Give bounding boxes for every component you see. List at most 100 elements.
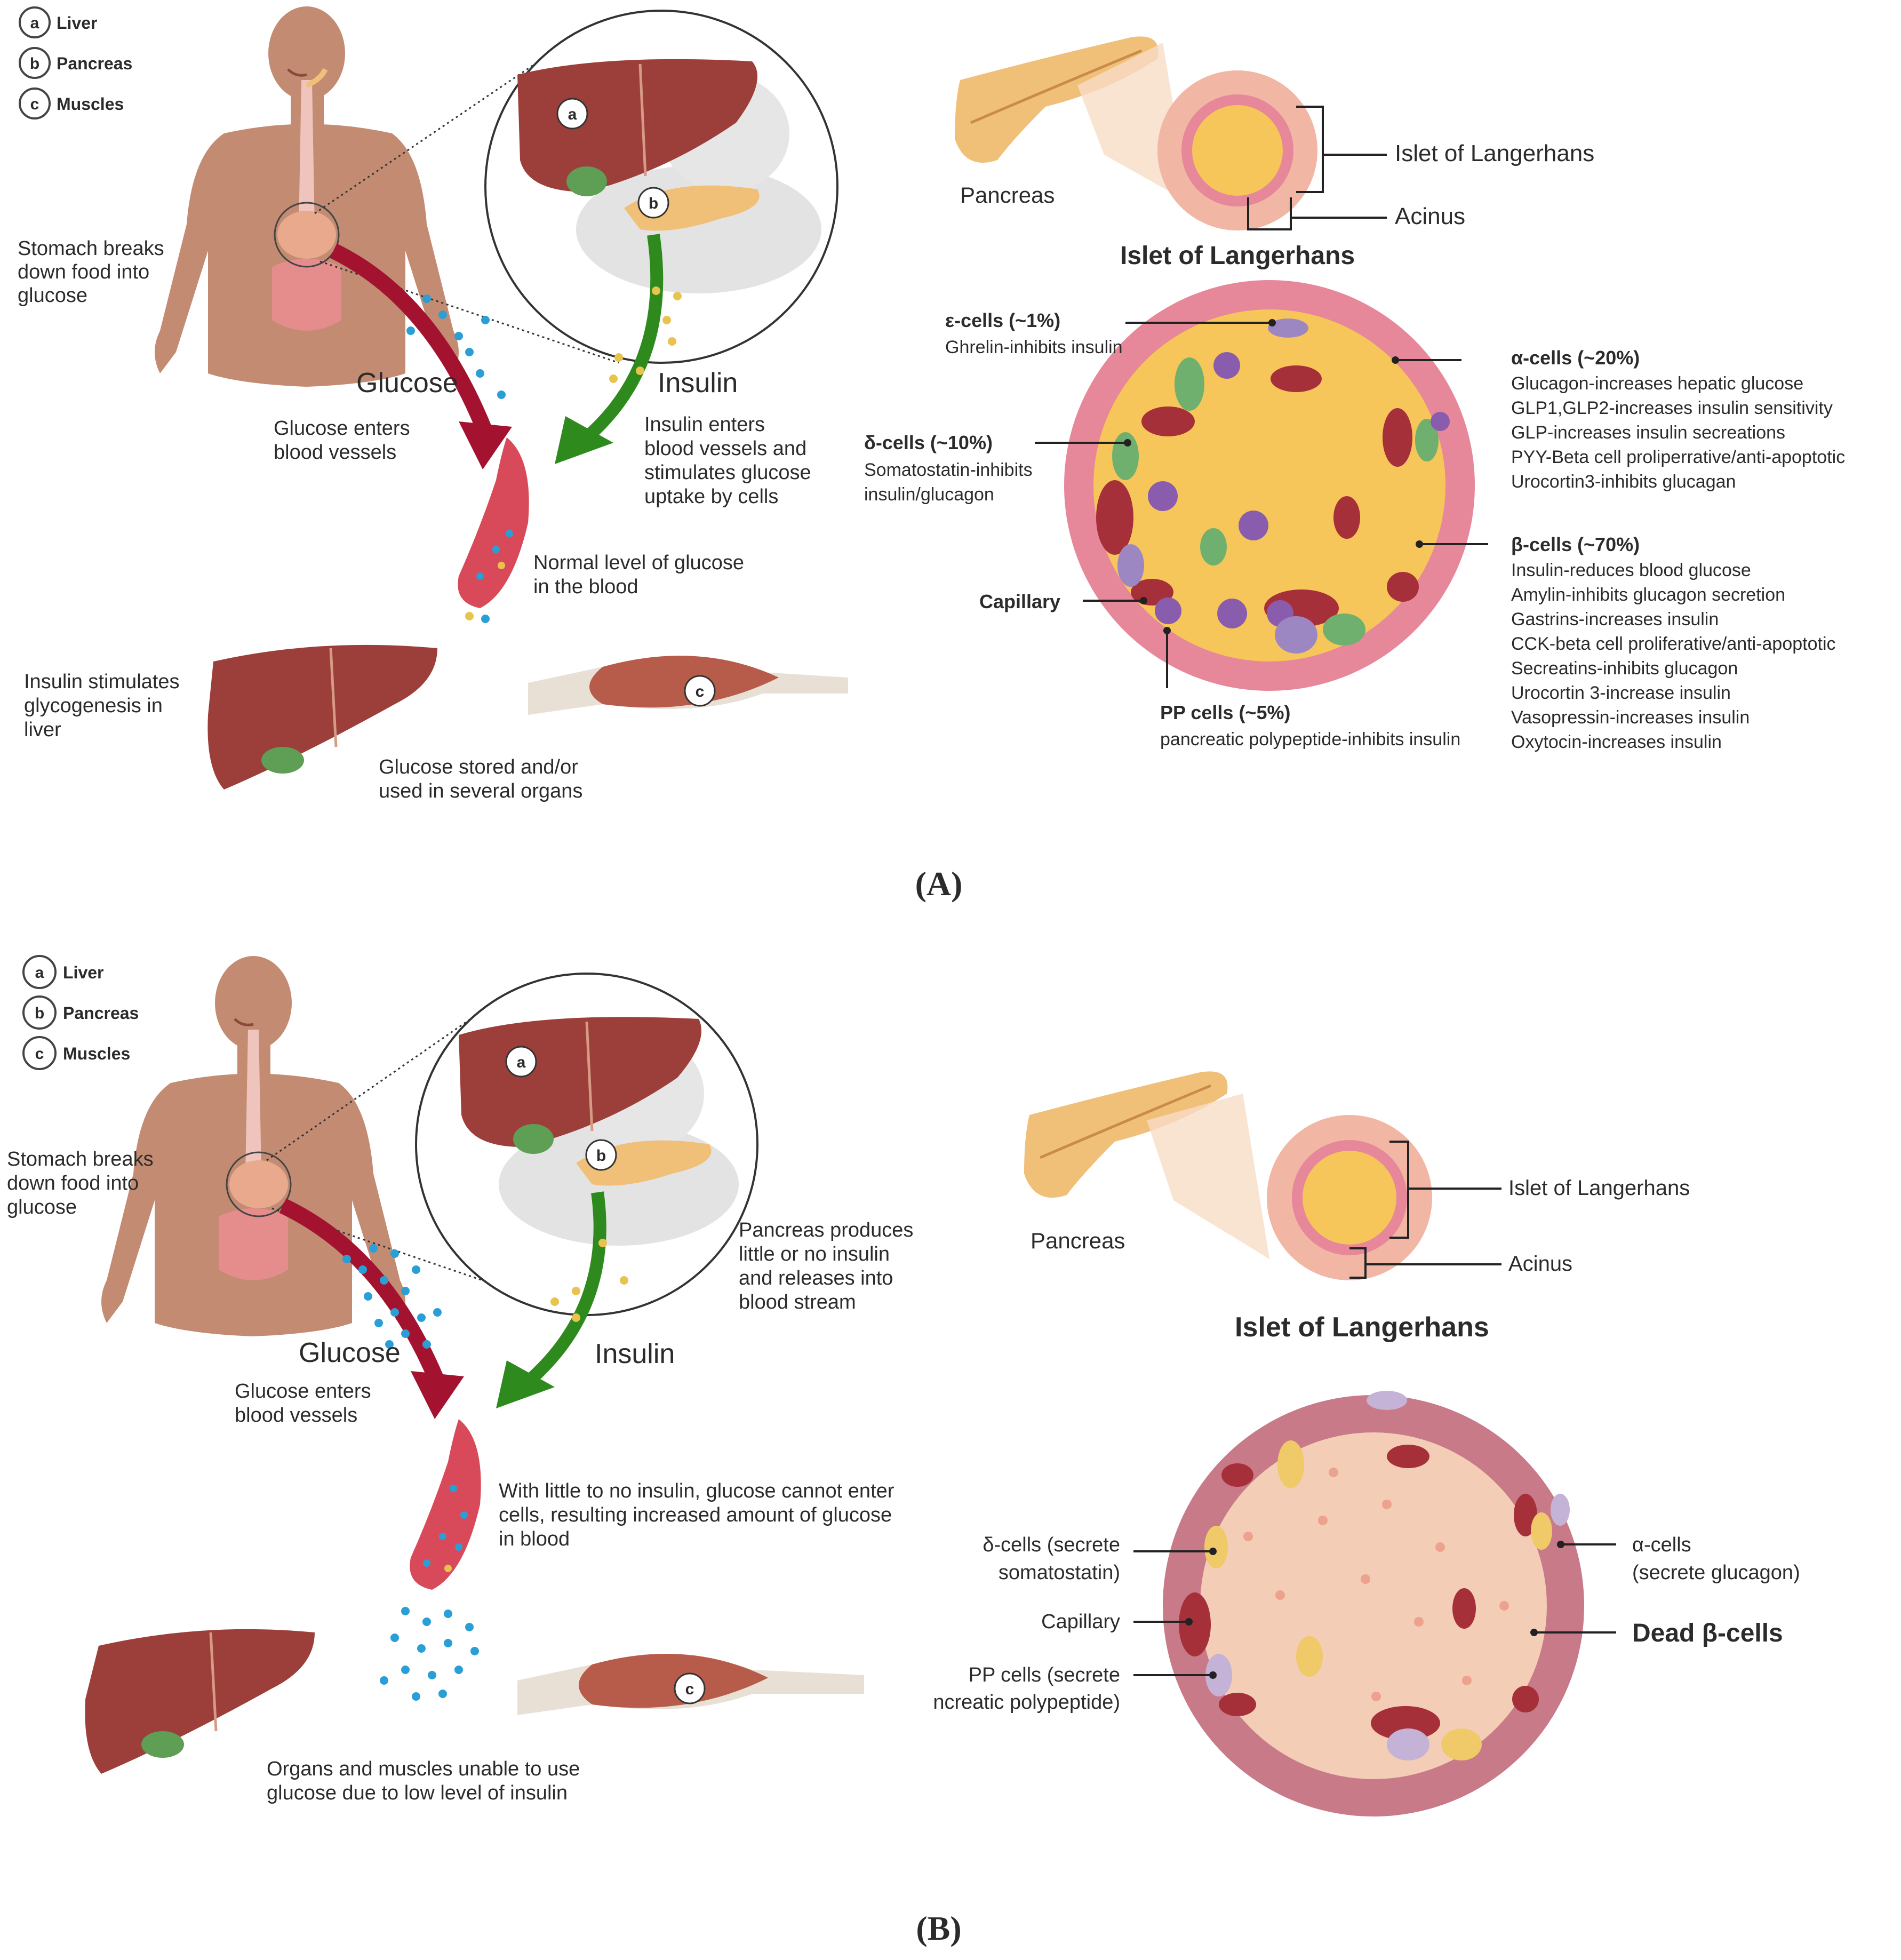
beta-line: Oxytocin-increases insulin bbox=[1511, 732, 1722, 752]
delta-line-a: insulin/glucagon bbox=[864, 484, 994, 505]
blood-note-line: in blood bbox=[499, 1528, 570, 1550]
blood-note-line: Normal level of glucose bbox=[533, 552, 744, 574]
organs-note-line: Glucose stored and/or bbox=[379, 756, 578, 778]
alpha-line: PYY-Beta cell proliperrative/anti-apopto… bbox=[1511, 447, 1845, 467]
legend-badge-a: a bbox=[35, 964, 44, 982]
blood-note-line: With little to no insulin, glucose canno… bbox=[499, 1480, 894, 1502]
alpha-line: GLP-increases insulin secreations bbox=[1511, 423, 1785, 443]
alpha-pointer-b bbox=[1557, 1541, 1564, 1548]
delta-pointer-a bbox=[1124, 439, 1131, 447]
human-body-illustration bbox=[101, 956, 405, 1336]
beta-line: Gastrins-increases insulin bbox=[1511, 609, 1719, 630]
panel-a: a Liver b Pancreas c Muscles bbox=[18, 6, 1845, 903]
legend-badge-b: b bbox=[35, 1005, 44, 1022]
glucose-arrow-head bbox=[459, 421, 512, 469]
beta-line: Secreatins-inhibits glucagon bbox=[1511, 658, 1738, 679]
glucose-dots-a bbox=[406, 294, 506, 399]
beta-pointer-a bbox=[1416, 540, 1423, 548]
insulin-arrow-head bbox=[496, 1360, 555, 1408]
alpha-title-a: α-cells (~20%) bbox=[1511, 347, 1640, 369]
panel-b: a Liver b Pancreas c Muscles bbox=[7, 955, 1800, 1947]
delta-pointer-b bbox=[1209, 1548, 1217, 1555]
glucose-note-line: blood vessels bbox=[235, 1404, 357, 1427]
liver-illustration-a bbox=[207, 644, 437, 790]
islet-cross-section-b bbox=[1163, 1391, 1584, 1816]
islet-callout-a: Islet of Langerhans bbox=[1395, 140, 1594, 166]
alpha-line: Glucagon-increases hepatic glucose bbox=[1511, 373, 1803, 394]
islet-title-a: Islet of Langerhans bbox=[1120, 242, 1355, 270]
delta-title-a: δ-cells (~10%) bbox=[864, 432, 993, 453]
epsilon-cells-a bbox=[1117, 318, 1317, 654]
legend-item-liver: a Liver bbox=[22, 955, 103, 989]
blood-vessel-a bbox=[458, 437, 529, 623]
acinus-bracket-b bbox=[1349, 1247, 1367, 1279]
stomach-note-line: glucose bbox=[18, 284, 87, 307]
stomach-note-line: down food into bbox=[7, 1172, 139, 1194]
pancreas-note-line: blood stream bbox=[739, 1291, 856, 1313]
glucose-note-line: Glucose enters bbox=[235, 1380, 371, 1403]
insulin-dots-a bbox=[609, 286, 682, 383]
glucose-label-b: Glucose bbox=[299, 1337, 401, 1368]
acinus-callout-b: Acinus bbox=[1508, 1252, 1572, 1276]
beta-line: Vasopressin-increases insulin bbox=[1511, 707, 1750, 728]
organs-note-line: glucose due to low level of insulin bbox=[267, 1782, 568, 1804]
legend-badge-c: c bbox=[30, 95, 39, 113]
legend-badge-c: c bbox=[35, 1045, 44, 1063]
blood-note-line: cells, resulting increased amount of glu… bbox=[499, 1504, 892, 1526]
panel-label-b: (B) bbox=[916, 1909, 961, 1947]
glucose-note-line: blood vessels bbox=[274, 441, 396, 464]
insulin-note-line: stimulates glucose bbox=[644, 461, 811, 484]
islet-cross-section-a bbox=[1064, 280, 1475, 691]
capillary-label-a: Capillary bbox=[979, 591, 1060, 612]
islet-callout-b: Islet of Langerhans bbox=[1508, 1176, 1690, 1200]
blood-vessel-b bbox=[410, 1419, 481, 1590]
alpha-cells-a bbox=[1112, 357, 1439, 646]
capillary-pointer-a bbox=[1140, 597, 1147, 604]
legend-label-liver: Liver bbox=[63, 963, 103, 982]
islet-zoom-a bbox=[1157, 70, 1317, 230]
pancreas-illustration-a bbox=[955, 36, 1189, 203]
pancreas-note-line: Pancreas produces bbox=[739, 1219, 913, 1241]
stomach-note-line: down food into bbox=[18, 261, 149, 283]
insulin-note-a: Insulin enters blood vessels and stimula… bbox=[644, 413, 811, 508]
delta-line-a: Somatostatin-inhibits bbox=[864, 460, 1033, 480]
epsilon-title-a: ε-cells (~1%) bbox=[945, 309, 1060, 331]
pp-pointer-a bbox=[1163, 627, 1171, 634]
insulin-arrow-head bbox=[555, 416, 613, 464]
zoom-circle-organs: a b bbox=[415, 973, 758, 1316]
beta-line: CCK-beta cell proliferative/anti-apoptot… bbox=[1511, 634, 1836, 654]
legend-item-pancreas: b Pancreas bbox=[22, 995, 139, 1030]
zoom-circle-organs: a b bbox=[484, 10, 838, 364]
zoom-line-bottom bbox=[320, 260, 619, 364]
pp-label-b: ncreatic polypeptide) bbox=[933, 1691, 1120, 1714]
epsilon-line-a: Ghrelin-inhibits insulin bbox=[945, 337, 1123, 357]
blood-note-b: With little to no insulin, glucose canno… bbox=[499, 1480, 894, 1550]
pancreas-label-a: Pancreas bbox=[960, 182, 1055, 208]
pancreas-illustration-b bbox=[1024, 1071, 1269, 1259]
beta-lines-a: Insulin-reduces blood glucose Amylin-inh… bbox=[1511, 560, 1836, 752]
capillary-label-b: Capillary bbox=[1041, 1611, 1120, 1633]
liver-note-a: Insulin stimulates glycogenesis in liver bbox=[24, 671, 179, 741]
pp-cells-b bbox=[1205, 1391, 1570, 1760]
organs-note-line: Organs and muscles unable to use bbox=[267, 1758, 580, 1780]
glucose-dots-below-vessel bbox=[380, 1607, 479, 1701]
muscle-illustration-b: c bbox=[517, 1654, 864, 1715]
beta-line: Amylin-inhibits glucagon secretion bbox=[1511, 585, 1785, 605]
beta-title-a: β-cells (~70%) bbox=[1511, 533, 1640, 555]
delta-cells-b bbox=[1204, 1440, 1552, 1760]
stomach-note-line: Stomach breaks bbox=[7, 1148, 154, 1170]
dead-beta-pointer bbox=[1530, 1629, 1538, 1636]
delta-label-b: δ-cells (secrete bbox=[983, 1534, 1120, 1556]
legend-badge-b: b bbox=[30, 55, 39, 73]
alpha-line: GLP1,GLP2-increases insulin sensitivity bbox=[1511, 398, 1833, 418]
stomach-note-line: glucose bbox=[7, 1196, 77, 1218]
alpha-lines-a: Glucagon-increases hepatic glucose GLP1,… bbox=[1511, 373, 1845, 492]
pp-line-a: pancreatic polypeptide-inhibits insulin bbox=[1160, 729, 1460, 750]
legend-label-muscles: Muscles bbox=[57, 94, 124, 114]
organ-badge-muscle: c bbox=[685, 1680, 694, 1698]
pancreas-note-line: little or no insulin bbox=[739, 1243, 890, 1265]
organs-note-line: used in several organs bbox=[379, 780, 582, 802]
islet-title-b: Islet of Langerhans bbox=[1235, 1312, 1489, 1343]
pancreas-label-b: Pancreas bbox=[1031, 1228, 1125, 1253]
